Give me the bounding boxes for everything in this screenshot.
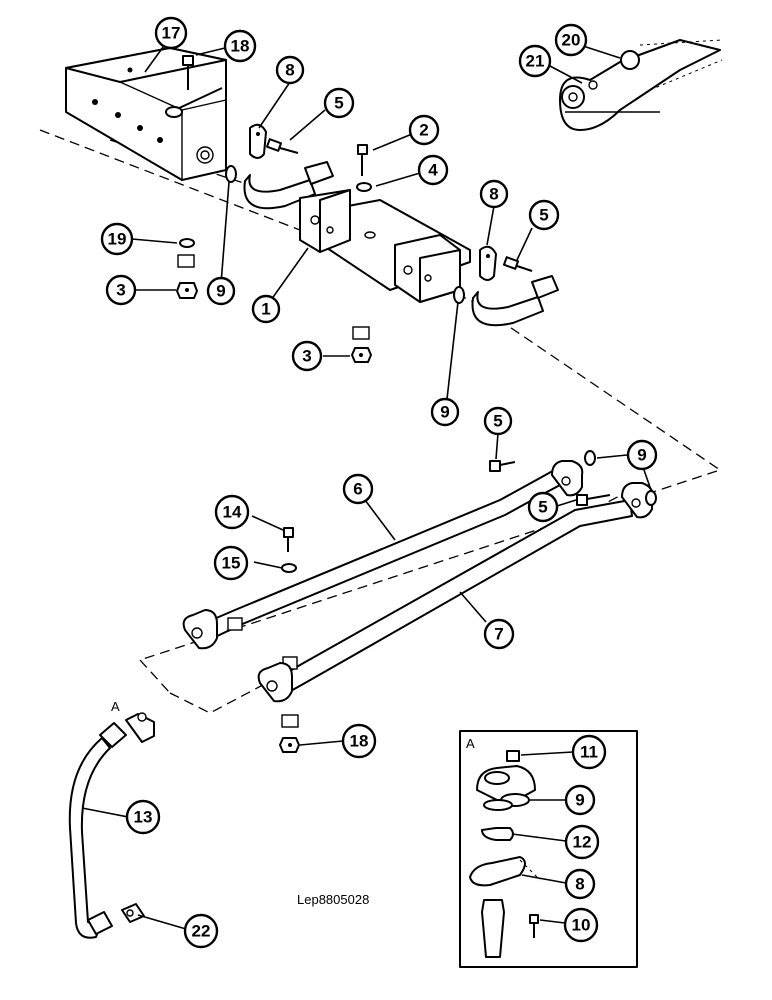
- nut-3-left: [176, 282, 198, 299]
- bolt-5-mid: [502, 256, 533, 272]
- callout-5-label: 5: [539, 206, 548, 225]
- drawing-reference: Lep8805028: [297, 892, 369, 907]
- callout-5: 5: [528, 199, 560, 231]
- washer-15: [281, 563, 297, 573]
- callout-19: 19: [100, 222, 134, 256]
- callout-17-label: 17: [162, 24, 181, 43]
- hose-13: [68, 712, 155, 939]
- callout-7: 7: [483, 618, 515, 650]
- callout-14: 14: [214, 494, 250, 530]
- bolt-2: [357, 144, 368, 176]
- callout-11: 11: [571, 734, 607, 770]
- nut-18-lower: [279, 714, 300, 753]
- callout-5: 5: [323, 87, 355, 119]
- callout-14-label: 14: [223, 503, 242, 522]
- callout-17: 17: [154, 16, 188, 50]
- callout-20: 20: [554, 23, 588, 57]
- callout-4: 4: [417, 154, 449, 186]
- callout-3-label: 3: [116, 281, 125, 300]
- nut-19: [177, 238, 195, 268]
- callout-18-label: 18: [231, 37, 250, 56]
- hose-elbow-mid: [471, 275, 559, 327]
- callout-5-label: 5: [538, 498, 547, 517]
- callout-15: 15: [213, 545, 249, 581]
- detail-view-label: A: [466, 736, 475, 751]
- callout-2-label: 2: [419, 121, 428, 140]
- o-ring-9-pipe7: [645, 490, 657, 506]
- callout-8: 8: [275, 55, 305, 85]
- callout-5: 5: [527, 491, 559, 523]
- callout-8: 8: [479, 179, 509, 209]
- flange-clamp-8-mid: [479, 245, 497, 281]
- callout-12: 12: [564, 824, 600, 860]
- callout-9: 9: [626, 439, 658, 471]
- o-ring-9-mid: [453, 286, 465, 304]
- callout-8-label: 8: [575, 875, 584, 894]
- callout-8-label: 8: [285, 61, 294, 80]
- callout-9-label: 9: [575, 791, 584, 810]
- callout-6-label: 6: [353, 480, 362, 499]
- callout-21: 21: [518, 44, 552, 78]
- callout-18: 18: [341, 723, 377, 759]
- bolt-5-pipe6: [489, 460, 516, 472]
- flange-clamp-8-upper: [249, 123, 267, 159]
- bolt-14: [283, 527, 294, 552]
- nut-3-center: [351, 326, 372, 363]
- callout-3: 3: [105, 274, 137, 306]
- callout-9: 9: [564, 784, 596, 816]
- callout-9: 9: [206, 276, 236, 306]
- callout-18: 18: [223, 29, 257, 63]
- o-ring-9-upper: [225, 165, 237, 183]
- callout-22: 22: [183, 913, 219, 949]
- callout-10-label: 10: [572, 916, 591, 935]
- callout-1-label: 1: [261, 300, 270, 319]
- callout-7-label: 7: [494, 625, 503, 644]
- washer-4: [356, 182, 372, 192]
- callout-1: 1: [251, 294, 281, 324]
- callout-9: 9: [430, 397, 460, 427]
- callout-13-label: 13: [134, 808, 153, 827]
- callout-11-label: 11: [580, 743, 598, 762]
- valve-mounting-plate: [299, 189, 471, 303]
- callout-5: 5: [483, 406, 513, 436]
- o-ring-9-pipe6: [584, 450, 596, 466]
- callout-5-label: 5: [493, 412, 502, 431]
- callout-18-label: 18: [350, 732, 369, 751]
- bolt-18-top: [182, 55, 194, 90]
- callout-8: 8: [564, 868, 596, 900]
- connection-label: A: [111, 699, 120, 714]
- callout-6: 6: [342, 473, 374, 505]
- callout-3-label: 3: [302, 347, 311, 366]
- callout-9-label: 9: [637, 446, 646, 465]
- callout-15-label: 15: [222, 554, 241, 573]
- callout-5-label: 5: [334, 94, 343, 113]
- callout-9-label: 9: [440, 403, 449, 422]
- callout-9-label: 9: [216, 282, 225, 301]
- adapter-22: [121, 903, 145, 923]
- callout-13: 13: [125, 799, 161, 835]
- callout-12-label: 12: [573, 833, 592, 852]
- callout-2: 2: [408, 114, 440, 146]
- callout-21-label: 21: [526, 52, 545, 71]
- callout-19-label: 19: [108, 230, 127, 249]
- callout-20-label: 20: [562, 31, 581, 50]
- control-valve-manifold: [65, 47, 227, 181]
- bolt-5-upper: [265, 138, 299, 154]
- pipe-6: [182, 460, 584, 650]
- leader-lines: [81, 42, 652, 930]
- callout-4-label: 4: [428, 161, 438, 180]
- bolt-5-pipe7: [576, 494, 611, 506]
- detail-view-box: [459, 730, 638, 968]
- boom-link-arm: [559, 39, 723, 131]
- pipe-7: [257, 482, 654, 703]
- callout-8-label: 8: [489, 185, 498, 204]
- callout-10: 10: [563, 907, 599, 943]
- callout-3: 3: [291, 340, 323, 372]
- callout-22-label: 22: [192, 922, 211, 941]
